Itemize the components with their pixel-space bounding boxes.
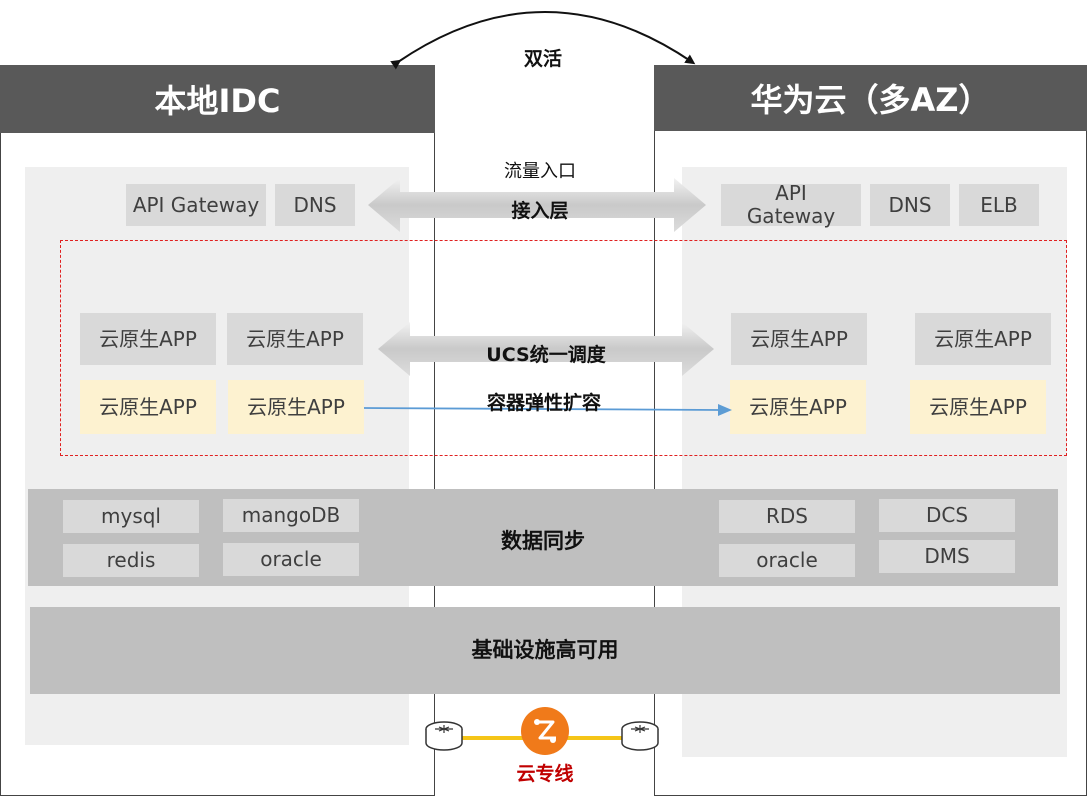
left-app-bottom-2: 云原生APP — [228, 380, 364, 434]
infra-ha-label: 基础设施高可用 — [471, 638, 619, 663]
direct-connect-label: 云专线 — [516, 763, 574, 785]
db-redis: redis — [63, 544, 199, 577]
right-app-bottom-1: 云原生APP — [730, 380, 866, 434]
right-api-gateway: API Gateway — [721, 182, 861, 228]
router-icon-right — [621, 721, 659, 751]
db-mysql: mysql — [63, 500, 199, 533]
db-rds: RDS — [719, 500, 855, 533]
right-app-top-2: 云原生APP — [915, 313, 1051, 365]
container-scheduling-region — [60, 240, 1067, 456]
active-active-arc — [390, 11, 696, 70]
router-icon-left — [425, 721, 463, 751]
left-api-gateway: API Gateway — [126, 184, 266, 226]
right-app-top-1: 云原生APP — [731, 313, 867, 365]
local-idc-title: 本地IDC — [0, 65, 435, 133]
infra-ha-band: 基础设施高可用 — [30, 607, 1060, 694]
direct-connect-icon — [521, 707, 569, 755]
right-dns: DNS — [870, 184, 950, 226]
active-active-label: 双活 — [523, 48, 562, 70]
traffic-entry-label: 流量入口 — [504, 161, 576, 182]
left-app-bottom-1: 云原生APP — [80, 380, 216, 434]
ucs-label: UCS统一调度 — [486, 344, 606, 366]
left-dns: DNS — [275, 184, 355, 226]
access-layer-arrow — [368, 178, 706, 232]
right-elb: ELB — [959, 184, 1039, 226]
huawei-cloud-title: 华为云（多AZ） — [654, 65, 1087, 131]
elastic-scaling-label: 容器弹性扩容 — [486, 392, 601, 414]
db-mangodb: mangoDB — [223, 499, 359, 532]
ucs-scheduling-arrow — [378, 322, 714, 376]
left-app-top-2: 云原生APP — [227, 313, 363, 365]
elastic-scaling-arrow — [364, 404, 732, 416]
left-app-top-1: 云原生APP — [80, 313, 216, 365]
data-sync-label: 数据同步 — [501, 529, 585, 553]
right-app-bottom-2: 云原生APP — [910, 380, 1046, 434]
db-oracle-right: oracle — [719, 544, 855, 577]
db-dms: DMS — [879, 540, 1015, 573]
access-layer-label: 接入层 — [511, 200, 569, 222]
db-dcs: DCS — [879, 499, 1015, 532]
direct-connect-link — [425, 707, 659, 755]
db-oracle-left: oracle — [223, 543, 359, 576]
